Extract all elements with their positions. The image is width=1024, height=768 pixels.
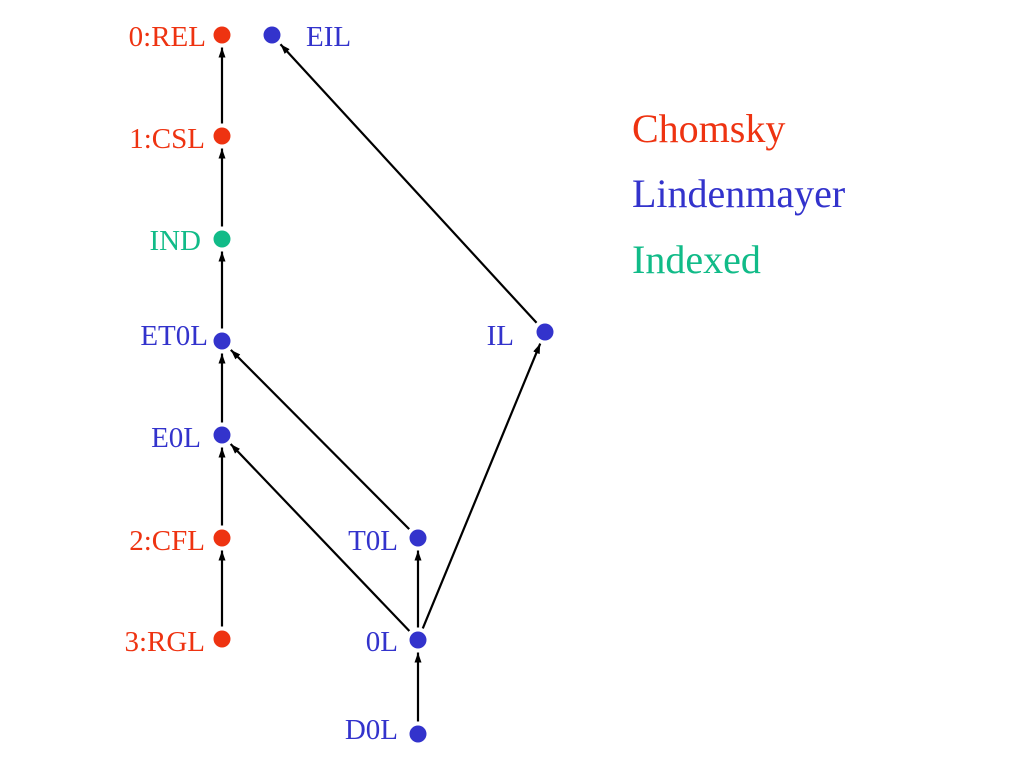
edge-0l-to-il: [421, 343, 542, 629]
legend-chomsky: Chomsky: [632, 106, 786, 151]
node-label-et0l: ET0L: [140, 320, 208, 352]
node-dot-il: [536, 323, 554, 341]
legend-lindenmayer: Lindenmayer: [632, 171, 846, 216]
node-label-ind: IND: [149, 225, 201, 257]
node-dot-et0l: [213, 332, 231, 350]
node-rgl: 3:RGL: [124, 626, 231, 658]
edge-t0l-to-et0l: [230, 349, 410, 530]
node-t0l: T0L: [348, 525, 427, 557]
node-label-eil: EIL: [306, 21, 351, 53]
node-dot-eil: [263, 26, 281, 44]
node-label-rgl: 3:RGL: [124, 626, 205, 658]
edge-0l-to-e0l: [229, 443, 411, 632]
node-label-d0l: D0L: [345, 714, 398, 746]
node-0l: 0L: [366, 626, 427, 658]
node-label-il: IL: [487, 320, 514, 352]
node-dot-cfl: [213, 529, 231, 547]
node-label-cfl: 2:CFL: [129, 525, 205, 557]
node-et0l: ET0L: [140, 320, 231, 352]
edge-il-to-eil: [279, 43, 538, 324]
node-ind: IND: [149, 225, 231, 257]
node-eil: EIL: [263, 21, 351, 53]
node-dot-0l: [409, 631, 427, 649]
node-label-0l: 0L: [366, 626, 398, 658]
node-dot-d0l: [409, 725, 427, 743]
edges-layer: [218, 43, 542, 722]
node-rel: 0:REL: [129, 21, 231, 53]
node-dot-rel: [213, 26, 231, 44]
node-il: IL: [487, 320, 554, 352]
node-label-e0l: E0L: [151, 422, 201, 454]
node-e0l: E0L: [151, 422, 231, 454]
node-dot-ind: [213, 230, 231, 248]
node-label-rel: 0:REL: [129, 21, 206, 53]
node-csl: 1:CSL: [129, 123, 231, 155]
node-cfl: 2:CFL: [129, 525, 231, 557]
node-label-csl: 1:CSL: [129, 123, 205, 155]
node-d0l: D0L: [345, 714, 427, 746]
node-dot-rgl: [213, 630, 231, 648]
nodes-layer: 0:REL EIL 1:CSL IND ET0L IL E0L 2:CFL T0L 3:RGL 0L…: [124, 21, 554, 746]
node-label-t0l: T0L: [348, 525, 398, 557]
node-dot-e0l: [213, 426, 231, 444]
node-dot-t0l: [409, 529, 427, 547]
node-dot-csl: [213, 127, 231, 145]
legend-indexed: Indexed: [632, 237, 761, 282]
